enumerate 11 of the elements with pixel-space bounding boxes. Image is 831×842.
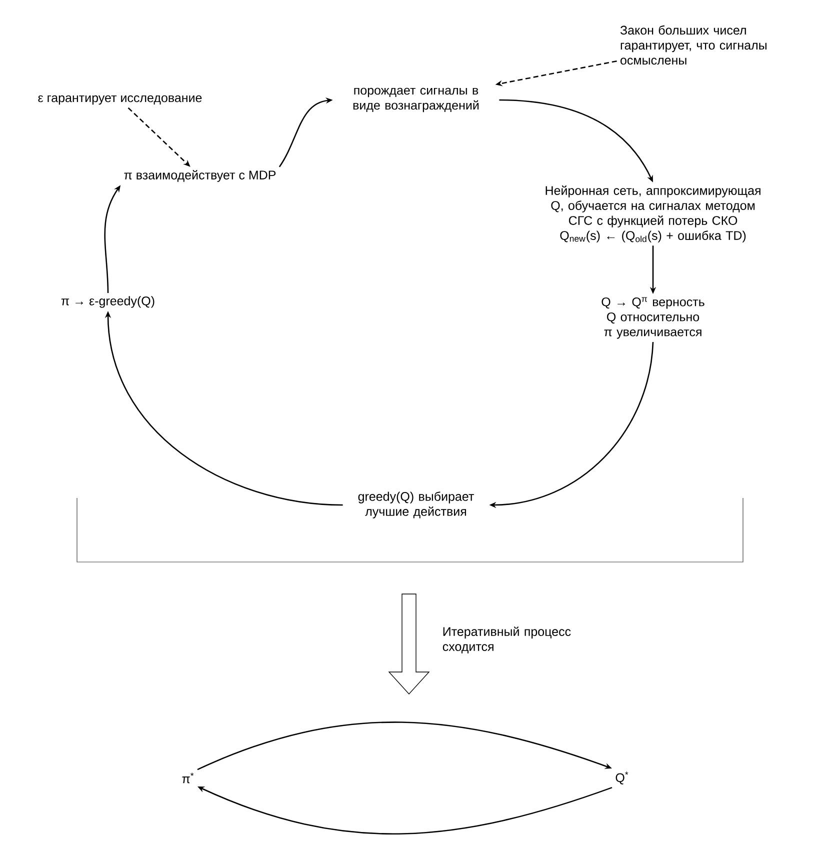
label-text: π взаимодействует с MDP [124,170,276,182]
note-text: Итеративный процесс сходится [442,626,571,654]
label-text: ε гарантирует исследование [38,95,202,105]
label-text: Нейронная сеть, аппроксимирующая Q, обучается на сигналах методом СГС с функцией потерь СКО Q$_{new}$(s) ← (Q$_{old}$(s) + ошибка TD) [546,186,760,242]
label-text: greedy(Q) выбирает лучшие действия [358,492,474,518]
label-text: Закон больших чисел гарантирует, что сигналы осмыслены [620,25,766,65]
label-text: π$^{*}$ [182,772,194,784]
label-text: Q → Q$^{π}$ верность Q относительно π увеличивается [602,297,704,339]
label-text: π → ε-greedy(Q) [61,296,154,308]
label-text: порождает сигналы в виде вознаграждений [353,88,479,112]
label-text: Q$^{*}$ [616,772,628,784]
